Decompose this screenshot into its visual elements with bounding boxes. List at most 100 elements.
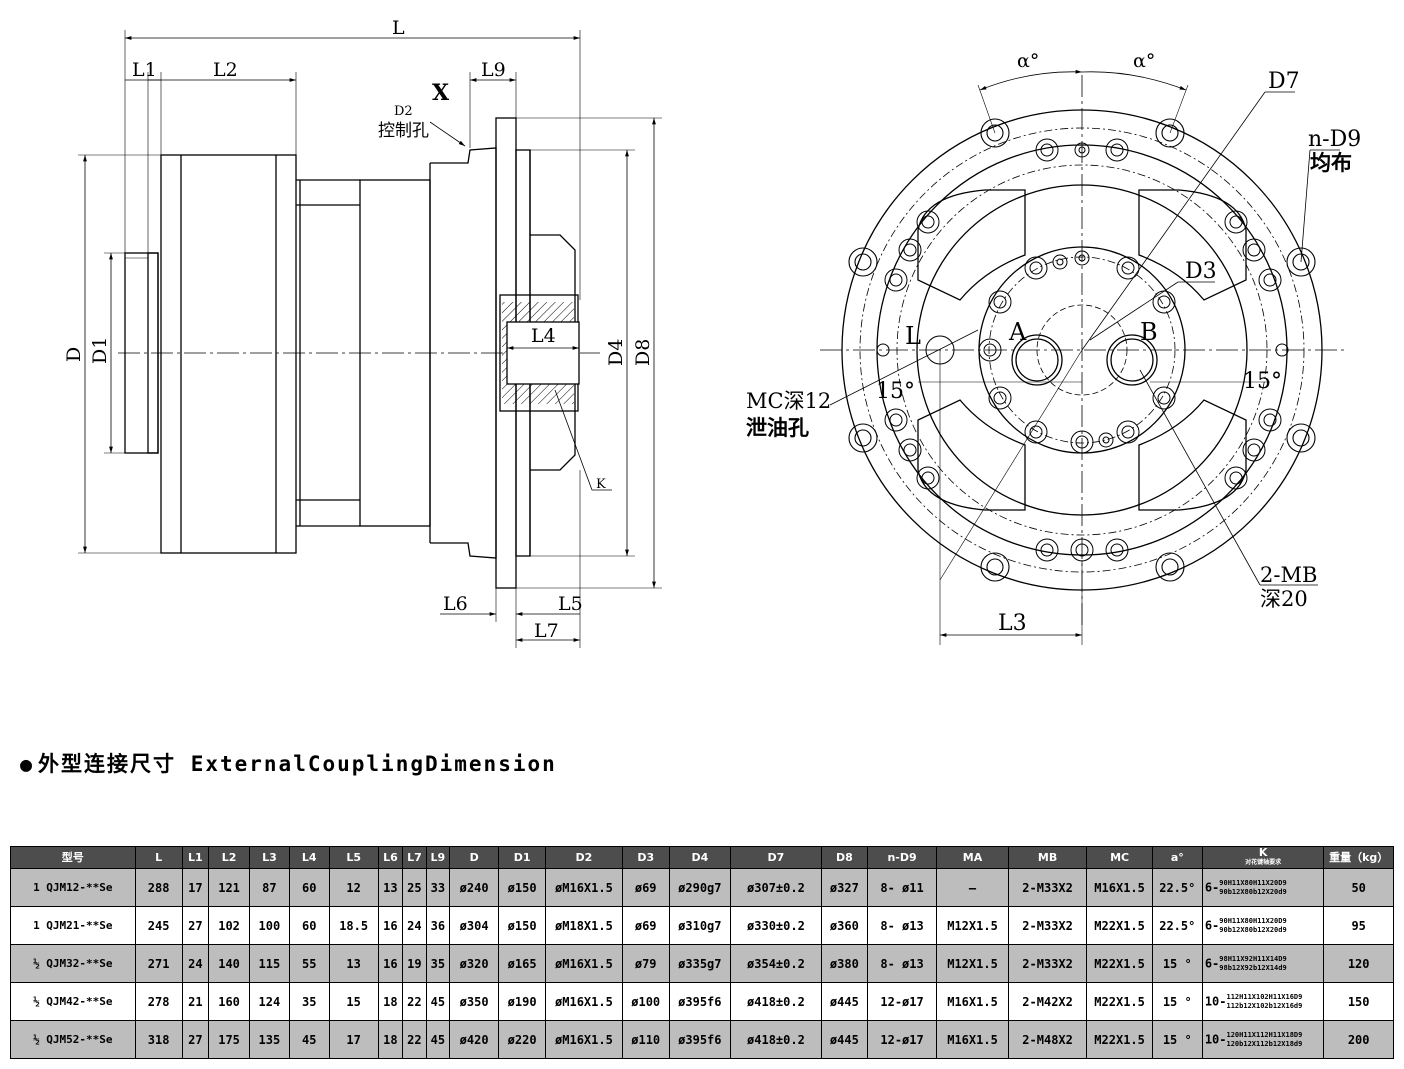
cell-L4: 60: [288, 868, 330, 907]
label-X: X: [432, 80, 450, 106]
col-header: L2: [208, 846, 250, 869]
label-depth-20: 深20: [1260, 587, 1308, 611]
cell-L4: 60: [288, 906, 330, 945]
col-header: MB: [1007, 846, 1088, 869]
label-alpha-right: α°: [1133, 50, 1155, 72]
cell-D4: ø310g7: [668, 906, 731, 945]
cell-D4: ø395f6: [668, 982, 731, 1021]
cell-K-line1: 90H11X80H11X20D9: [1219, 916, 1287, 925]
cell-L2: 102: [208, 906, 250, 945]
cell-L9: 33: [425, 868, 451, 907]
cell-MC: M16X1.5: [1086, 868, 1153, 907]
label-D3: D3: [1185, 259, 1217, 284]
cell-D: ø420: [449, 1020, 500, 1059]
cell-weight: 50: [1323, 868, 1394, 907]
cell-D7: ø307±0.2: [729, 868, 822, 907]
dim-L2: L2: [213, 59, 238, 81]
cell-L: 271: [134, 944, 183, 983]
cell-L: 288: [134, 868, 183, 907]
cell-L2: 140: [208, 944, 250, 983]
label-15-right: 15°: [1243, 369, 1282, 394]
cell-L9: 35: [425, 944, 451, 983]
cell-L5: 12: [328, 868, 379, 907]
col-header: 型号: [10, 846, 136, 869]
cell-L3: 87: [248, 868, 290, 907]
cell-D: ø350: [449, 982, 500, 1021]
cell-D2: øM16X1.5: [545, 982, 623, 1021]
cell-L6: 13: [377, 868, 404, 907]
cell-model: ½ QJM32-**Se: [10, 944, 136, 983]
cell-MA: M16X1.5: [936, 1020, 1009, 1059]
dim-L5: L5: [558, 593, 583, 615]
cell-MB: 2-M33X2: [1007, 868, 1088, 907]
cell-K-line1: 120H11X112H11X18D9: [1226, 1030, 1303, 1039]
cell-D8: ø360: [820, 906, 868, 945]
cell-L2: 175: [208, 1020, 250, 1059]
cell-D: ø320: [449, 944, 500, 983]
cell-D4: ø290g7: [668, 868, 731, 907]
cell-a: 15 °: [1151, 1020, 1203, 1059]
cell-D7: ø418±0.2: [729, 1020, 822, 1059]
col-header: L7: [402, 846, 427, 869]
cell-D8: ø445: [820, 1020, 868, 1059]
cell-MA: M12X1.5: [936, 944, 1009, 983]
side-view: [78, 30, 662, 648]
cell-D8: ø327: [820, 868, 868, 907]
cell-L3: 124: [248, 982, 290, 1021]
cell-K-prefix: 10-: [1204, 994, 1227, 1008]
col-header: D8: [820, 846, 868, 869]
cell-nD9: 12-ø17: [866, 1020, 938, 1059]
cell-D: ø304: [449, 906, 500, 945]
cell-K-line2: 90b12X80b12X20d9: [1219, 887, 1287, 896]
cell-model: ½ QJM42-**Se: [10, 982, 136, 1021]
label-2-MB: 2-MB: [1260, 563, 1317, 587]
col-header: L: [134, 846, 183, 869]
dim-L6: L6: [443, 593, 468, 615]
cell-L6: 16: [377, 944, 404, 983]
cell-nD9: 8- ø11: [866, 868, 938, 907]
cell-K-line2: 90b12X80b12X20d9: [1219, 925, 1287, 934]
cell-MA: —: [936, 868, 1009, 907]
cell-MC: M22X1.5: [1086, 982, 1153, 1021]
cell-L1: 27: [181, 906, 210, 945]
col-header: MA: [936, 846, 1009, 869]
cell-weight: 95: [1323, 906, 1394, 945]
cell-L1: 24: [181, 944, 210, 983]
cell-K-line2: 98b12X92b12X14d9: [1219, 963, 1287, 972]
cell-model: 1 QJM12-**Se: [10, 868, 136, 907]
col-header: n-D9: [866, 846, 938, 869]
cell-MA: M12X1.5: [936, 906, 1009, 945]
cell-K-prefix: 6-: [1204, 956, 1220, 970]
cell-a: 15 °: [1151, 944, 1203, 983]
col-header: L6: [377, 846, 404, 869]
front-view: [820, 69, 1345, 645]
cell-a: 22.5°: [1151, 868, 1203, 907]
cell-K-line1: 112H11X102H11X16D9: [1226, 992, 1303, 1001]
col-header: D: [449, 846, 500, 869]
section-title-text: 外型连接尺寸 ExternalCouplingDimension: [38, 752, 557, 776]
col-header: L9: [425, 846, 451, 869]
cell-L7: 22: [402, 982, 427, 1021]
cell-L2: 160: [208, 982, 250, 1021]
cell-MC: M22X1.5: [1086, 1020, 1153, 1059]
dim-L: L: [392, 17, 405, 39]
dim-L4: L4: [531, 325, 556, 347]
cell-D2: øM18X1.5: [545, 906, 623, 945]
cell-MC: M22X1.5: [1086, 944, 1153, 983]
col-header-K-sub: 对花键轴要求: [1245, 858, 1282, 866]
cell-L7: 19: [402, 944, 427, 983]
dim-D8: D8: [632, 339, 654, 366]
cell-L1: 27: [181, 1020, 210, 1059]
col-header-K-label: K: [1258, 846, 1268, 859]
label-alpha-left: α°: [1017, 50, 1039, 72]
label-port-A: A: [1008, 318, 1027, 346]
cell-MB: 2-M33X2: [1007, 944, 1088, 983]
dim-D: D: [63, 347, 85, 362]
